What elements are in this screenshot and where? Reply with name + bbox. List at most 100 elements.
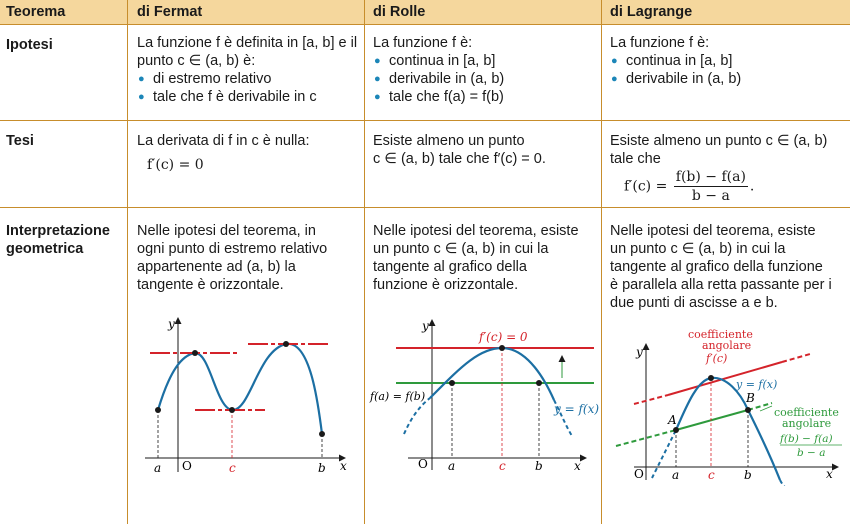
origin-label: O [182,459,192,473]
formula-period: . [749,178,755,195]
row-divider [0,120,850,121]
fermat-interp: Nelle ipotesi del teorema, in ogni punto… [137,222,362,294]
fermat-ipotesi-text: La funzione f è definita in [a, b] e il … [137,35,358,69]
text-line: tangente al grafico della [373,259,527,275]
rolle-tesi: Esiste almeno un punto c ∈ (a, b) tale c… [373,132,598,168]
tangent-dashed-right [781,353,811,363]
green-frac-den: b − a [797,447,825,459]
row-label-tesi: Tesi [6,133,34,149]
text-line: due punti di ascisse a e b. [610,295,778,311]
a-label: a [672,468,679,482]
header-rolle: di Rolle [373,4,426,20]
fermat-ipotesi-list: di estremo relativo tale che f è derivab… [137,70,362,106]
lagrange-formula-lhs: f′(c) = [624,178,668,195]
A-label: A [667,413,677,427]
origin-label: O [418,457,428,471]
text-line: appartenente ad (a, b) la [137,259,296,275]
fermat-tesi-formula: f′(c) = 0 [147,157,204,173]
lagrange-ipotesi: La funzione f è: continua in [a, b] deri… [610,34,845,88]
point [449,380,455,386]
text-line: Nelle ipotesi del teorema, esiste [610,223,816,239]
list-item: continua in [a, b] [373,52,598,70]
lagrange-fraction: f(b) − f(a) b − a [673,168,748,205]
point [192,350,198,356]
b-label: b [318,461,326,475]
y-label: y [167,317,175,331]
lagrange-interp: Nelle ipotesi del teorema, esiste un pun… [610,222,848,312]
lagrange-tesi: Esiste almeno un punto c ∈ (a, b) tale c… [610,132,845,205]
row-label-ipotesi: Ipotesi [6,37,53,53]
fermat-graph: y x a O c b [145,317,347,475]
secant-line [675,409,749,431]
yfx-label: y = f(x) [553,402,599,416]
green-frac-num: f(b) − f(a) [779,433,833,445]
B-label: B [745,391,755,405]
secant-dashed-left [615,429,677,447]
tangent-line [667,361,783,396]
point [319,431,325,437]
text-line: tangente al grafico della funzione [610,259,823,275]
point-b [745,407,751,413]
lagrange-ipotesi-list: continua in [a, b] derivabile in (a, b) [610,52,845,88]
rolle-curve [429,346,556,401]
curve-dashed-left [651,429,677,479]
a-label: a [154,461,161,475]
point [499,345,505,351]
lagrange-tesi-line2: tale che [610,151,661,167]
row-divider [0,24,850,25]
rolle-graph: y x f′(c) = 0 f(a) = f(b) y = f(x) O a c… [369,319,599,473]
fraction-numerator: f(b) − f(a) [673,169,748,187]
origin-label: O [634,467,644,481]
list-item: derivabile in (a, b) [610,70,845,88]
tangent-dashed-left [633,394,669,405]
rolle-ipotesi: La funzione f è: continua in [a, b] deri… [373,34,598,106]
header-teorema: Teorema [6,4,66,20]
a-label: a [448,459,455,473]
col-divider [127,0,128,524]
fermat-curve [156,342,324,435]
point [155,407,161,413]
header-fermat: di Fermat [137,4,203,20]
secant-dashed-right [747,402,773,411]
rolle-tesi-line2: c ∈ (a, b) tale che f′(c) = 0. [373,151,546,167]
text-line: tangente è orizzontale. [137,277,284,293]
fermat-tesi-text: La derivata di f in c è nulla: [137,133,310,149]
fermat-tesi: La derivata di f in c è nulla: f′(c) = 0 [137,132,362,174]
header-lagrange: di Lagrange [610,4,693,20]
list-item: continua in [a, b] [610,52,845,70]
text-line: un punto c ∈ (a, b) in cui la [373,241,549,257]
list-item: tale che f(a) = f(b) [373,88,598,106]
x-label: x [826,467,833,481]
point-a [673,427,679,433]
text-line: ogni punto di estremo relativo [137,241,328,257]
text-line: funzione è orizzontale. [373,277,519,293]
point [536,380,542,386]
curve-dashed-left [403,397,431,435]
col-divider [364,0,365,524]
lagrange-ipotesi-text: La funzione f è: [610,35,710,51]
coef-label-green: coefficiente [774,406,839,419]
c-label: c [229,461,236,475]
y-label: y [635,345,643,359]
point [283,341,289,347]
text-line: Nelle ipotesi del teorema, esiste [373,223,579,239]
fraction-denominator: b − a [691,188,730,204]
header-row [0,0,850,24]
rolle-ipotesi-list: continua in [a, b] derivabile in (a, b) … [373,52,598,106]
point-c [708,375,714,381]
row-label-line: geometrica [6,241,84,257]
x-label: x [340,459,347,473]
list-item: derivabile in (a, b) [373,70,598,88]
list-item: di estremo relativo [137,70,362,88]
text-line: un punto c ∈ (a, b) in cui la [610,241,786,257]
lagrange-formula: f′(c) = f(b) − f(a) b − a . [624,168,845,205]
text-line: Nelle ipotesi del teorema, in [137,223,316,239]
text-line: è parallela alla retta passante per i [610,277,832,293]
b-label: b [744,468,752,482]
coef-label-green: angolare [782,417,831,430]
lagrange-tesi-line1: Esiste almeno un punto c ∈ (a, b) [610,133,828,149]
rolle-tesi-line1: Esiste almeno un punto [373,133,525,149]
list-item: tale che f è derivabile in c [137,88,362,106]
c-label: c [499,459,506,473]
